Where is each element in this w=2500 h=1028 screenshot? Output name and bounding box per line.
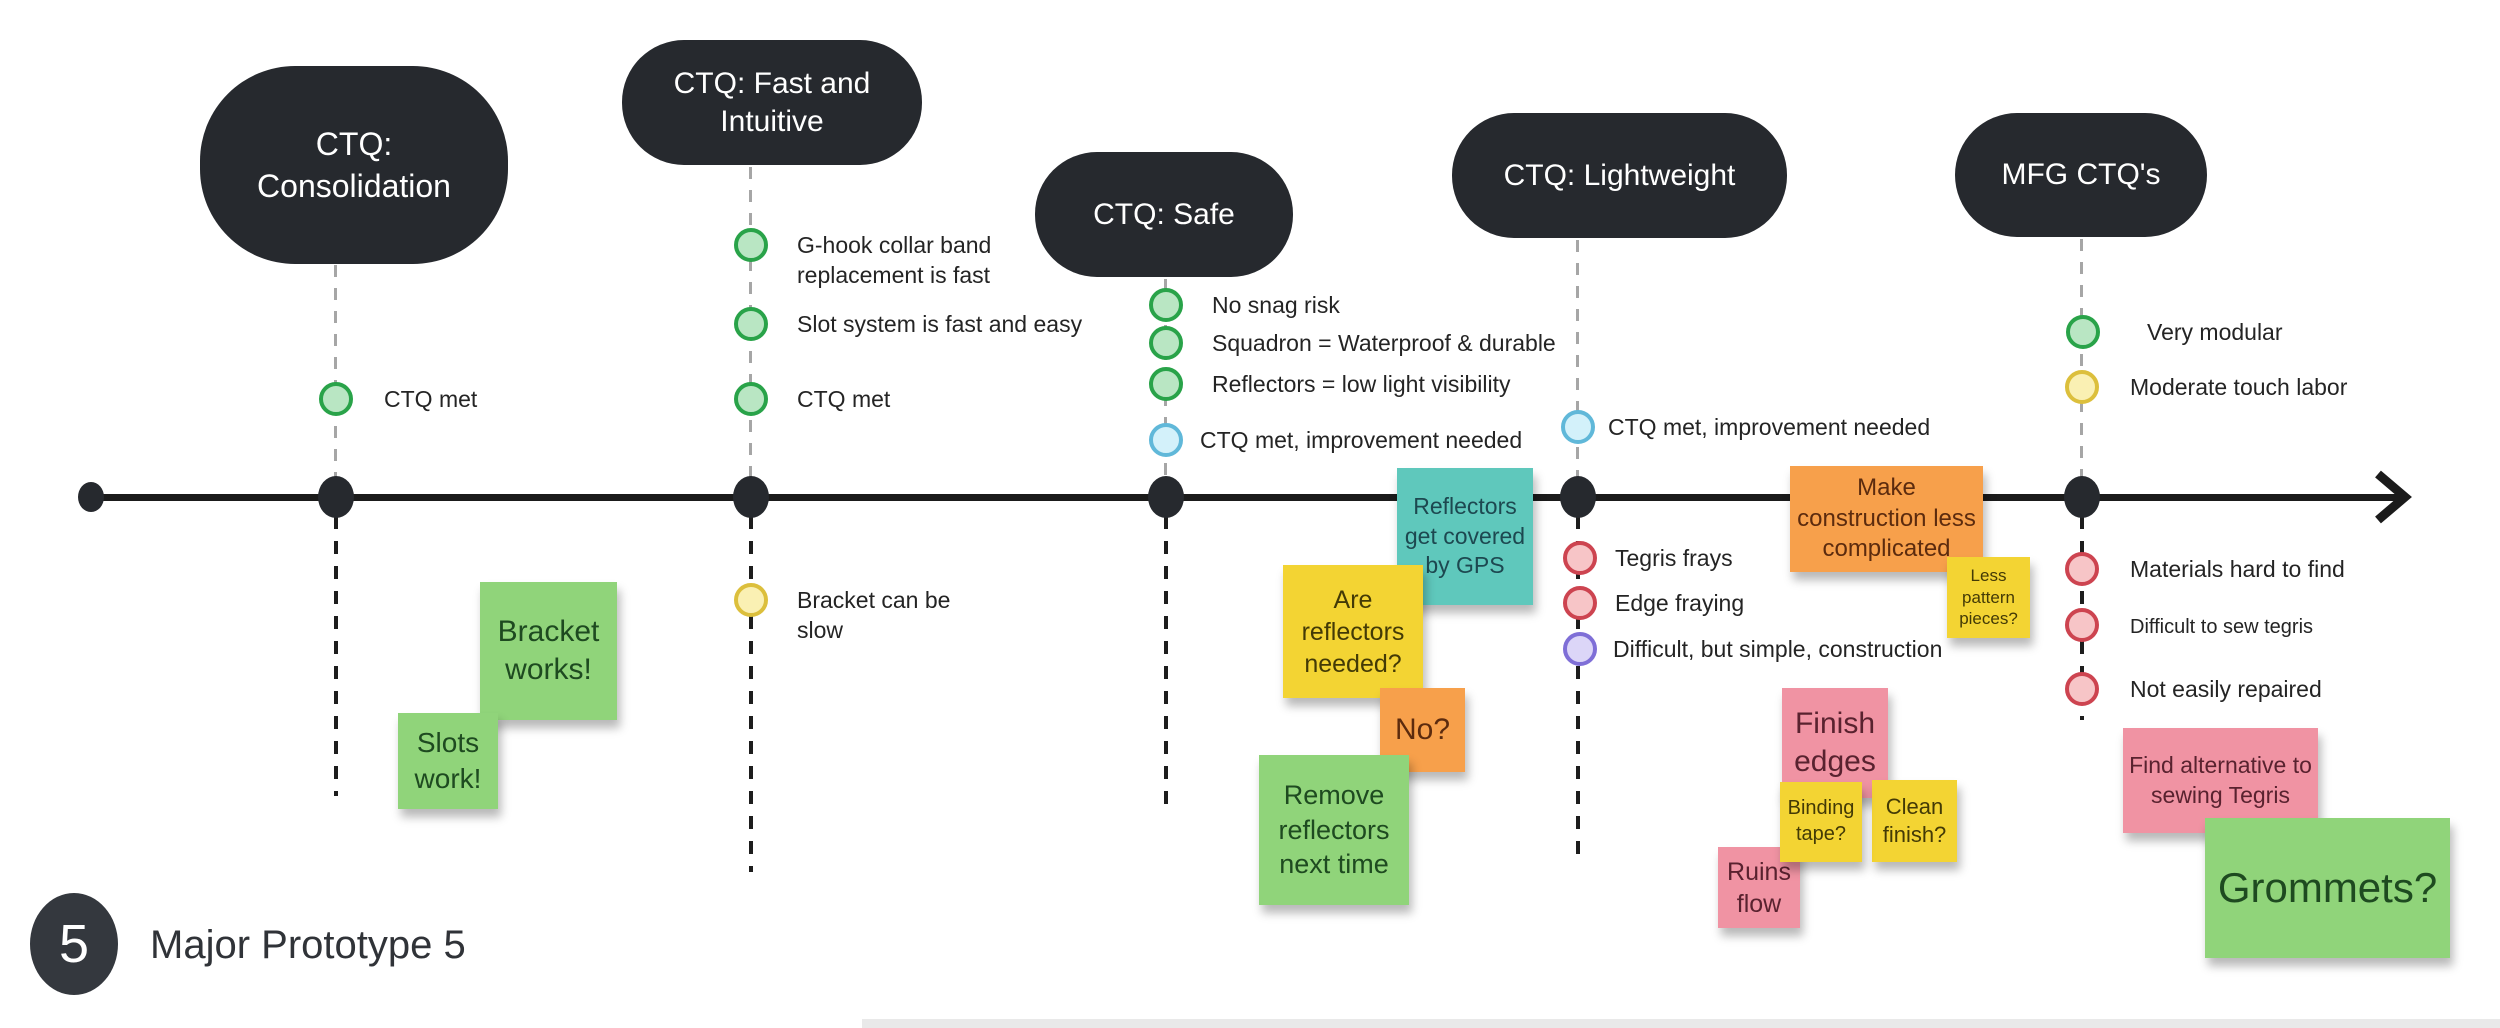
- timeline-node-fast: [733, 476, 769, 518]
- sticky-note-bracket-works[interactable]: Bracket works!: [480, 582, 617, 720]
- timeline-start-dot: [78, 482, 104, 512]
- status-dot-purple[interactable]: [1563, 632, 1597, 666]
- status-dot-blue[interactable]: [1149, 423, 1183, 457]
- sticky-note-less-pattern-pieces[interactable]: Less pattern pieces?: [1947, 557, 2030, 638]
- status-dot-pink[interactable]: [2065, 552, 2099, 586]
- timeline-node-mfg: [2064, 476, 2100, 518]
- status-dot-green[interactable]: [734, 228, 768, 262]
- status-label: Slot system is fast and easy: [797, 311, 1083, 337]
- status-dot-green[interactable]: [2066, 315, 2100, 349]
- status-label: Not easily repaired: [2130, 676, 2322, 702]
- sticky-note-finish-edges[interactable]: Finish edges: [1782, 688, 1888, 798]
- ctq-bubble-consolidation[interactable]: CTQ: Consolidation: [200, 66, 508, 264]
- timeline-arrow-icon: [2375, 470, 2412, 524]
- sticky-note-find-alternative[interactable]: Find alternative to sewing Tegris: [2123, 728, 2318, 833]
- status-dot-green[interactable]: [1149, 326, 1183, 360]
- timeline-node-lightweight: [1560, 476, 1596, 518]
- sticky-note-grommets[interactable]: Grommets?: [2205, 818, 2450, 958]
- status-dot-pink[interactable]: [2065, 608, 2099, 642]
- timeline-node-consolidation: [318, 476, 354, 518]
- status-dot-pink[interactable]: [2065, 672, 2099, 706]
- status-dot-green[interactable]: [319, 382, 353, 416]
- status-dot-green[interactable]: [734, 382, 768, 416]
- sticky-note-are-reflectors-needed[interactable]: Are reflectors needed?: [1283, 565, 1423, 698]
- status-label: G-hook collar band replacement is fast: [797, 232, 992, 288]
- status-label: Materials hard to find: [2130, 556, 2345, 582]
- status-label: Tegris frays: [1615, 545, 1733, 571]
- ctq-bubble-mfg[interactable]: MFG CTQ's: [1955, 113, 2207, 237]
- status-dot-pink[interactable]: [1563, 586, 1597, 620]
- guide-consolidation-below: [334, 516, 338, 796]
- status-label: Squadron = Waterproof & durable: [1212, 330, 1556, 356]
- status-label: Very modular: [2147, 319, 2283, 345]
- status-label: Reflectors = low light visibility: [1212, 371, 1511, 397]
- guide-lightweight-above: [1576, 240, 1579, 478]
- guide-mfg-above: [2080, 239, 2083, 478]
- status-label: CTQ met: [384, 386, 478, 412]
- status-label: Difficult, but simple, construction: [1613, 636, 1943, 662]
- status-dot-yellow[interactable]: [2065, 370, 2099, 404]
- status-dot-green[interactable]: [734, 307, 768, 341]
- sticky-note-binding-tape[interactable]: Binding tape?: [1780, 782, 1862, 862]
- sticky-note-make-construction[interactable]: Make construction less complicated: [1790, 466, 1983, 572]
- status-dot-yellow[interactable]: [734, 583, 768, 617]
- status-label: Difficult to sew tegris: [2130, 616, 2314, 638]
- timeline-line: [90, 494, 2400, 501]
- status-dot-green[interactable]: [1149, 367, 1183, 401]
- ctq-bubble-fast-intuitive[interactable]: CTQ: Fast and Intuitive: [622, 40, 922, 165]
- guide-safe-below: [1164, 516, 1168, 812]
- sticky-note-remove-reflectors[interactable]: Remove reflectors next time: [1259, 755, 1409, 905]
- ctq-bubble-safe[interactable]: CTQ: Safe: [1035, 152, 1293, 277]
- status-label: CTQ met: [797, 386, 891, 412]
- status-dot-green[interactable]: [1149, 288, 1183, 322]
- sticky-note-slots-work[interactable]: Slots work!: [398, 713, 498, 809]
- status-label: Moderate touch labor: [2130, 374, 2348, 400]
- guide-consolidation-above: [334, 265, 337, 478]
- sticky-note-clean-finish[interactable]: Clean finish?: [1872, 780, 1957, 862]
- page-title: Major Prototype 5: [150, 923, 466, 967]
- status-label: Bracket can be slow: [797, 587, 951, 643]
- guide-fast-below: [749, 516, 753, 872]
- prototype-number-badge: 5: [30, 893, 118, 995]
- guide-lightweight-below: [1576, 516, 1580, 855]
- timeline-node-safe: [1148, 476, 1184, 518]
- ctq-bubble-lightweight[interactable]: CTQ: Lightweight: [1452, 113, 1787, 238]
- status-label: CTQ met, improvement needed: [1200, 427, 1523, 453]
- frame-edge-divider: [862, 1019, 2500, 1028]
- sticky-note-reflectors-covered[interactable]: Reflectors get covered by GPS: [1397, 468, 1533, 605]
- status-label: Edge fraying: [1615, 590, 1745, 616]
- status-dot-blue[interactable]: [1561, 410, 1595, 444]
- status-dot-pink[interactable]: [1563, 541, 1597, 575]
- status-label: No snag risk: [1212, 292, 1340, 318]
- status-label: CTQ met, improvement needed: [1608, 414, 1931, 440]
